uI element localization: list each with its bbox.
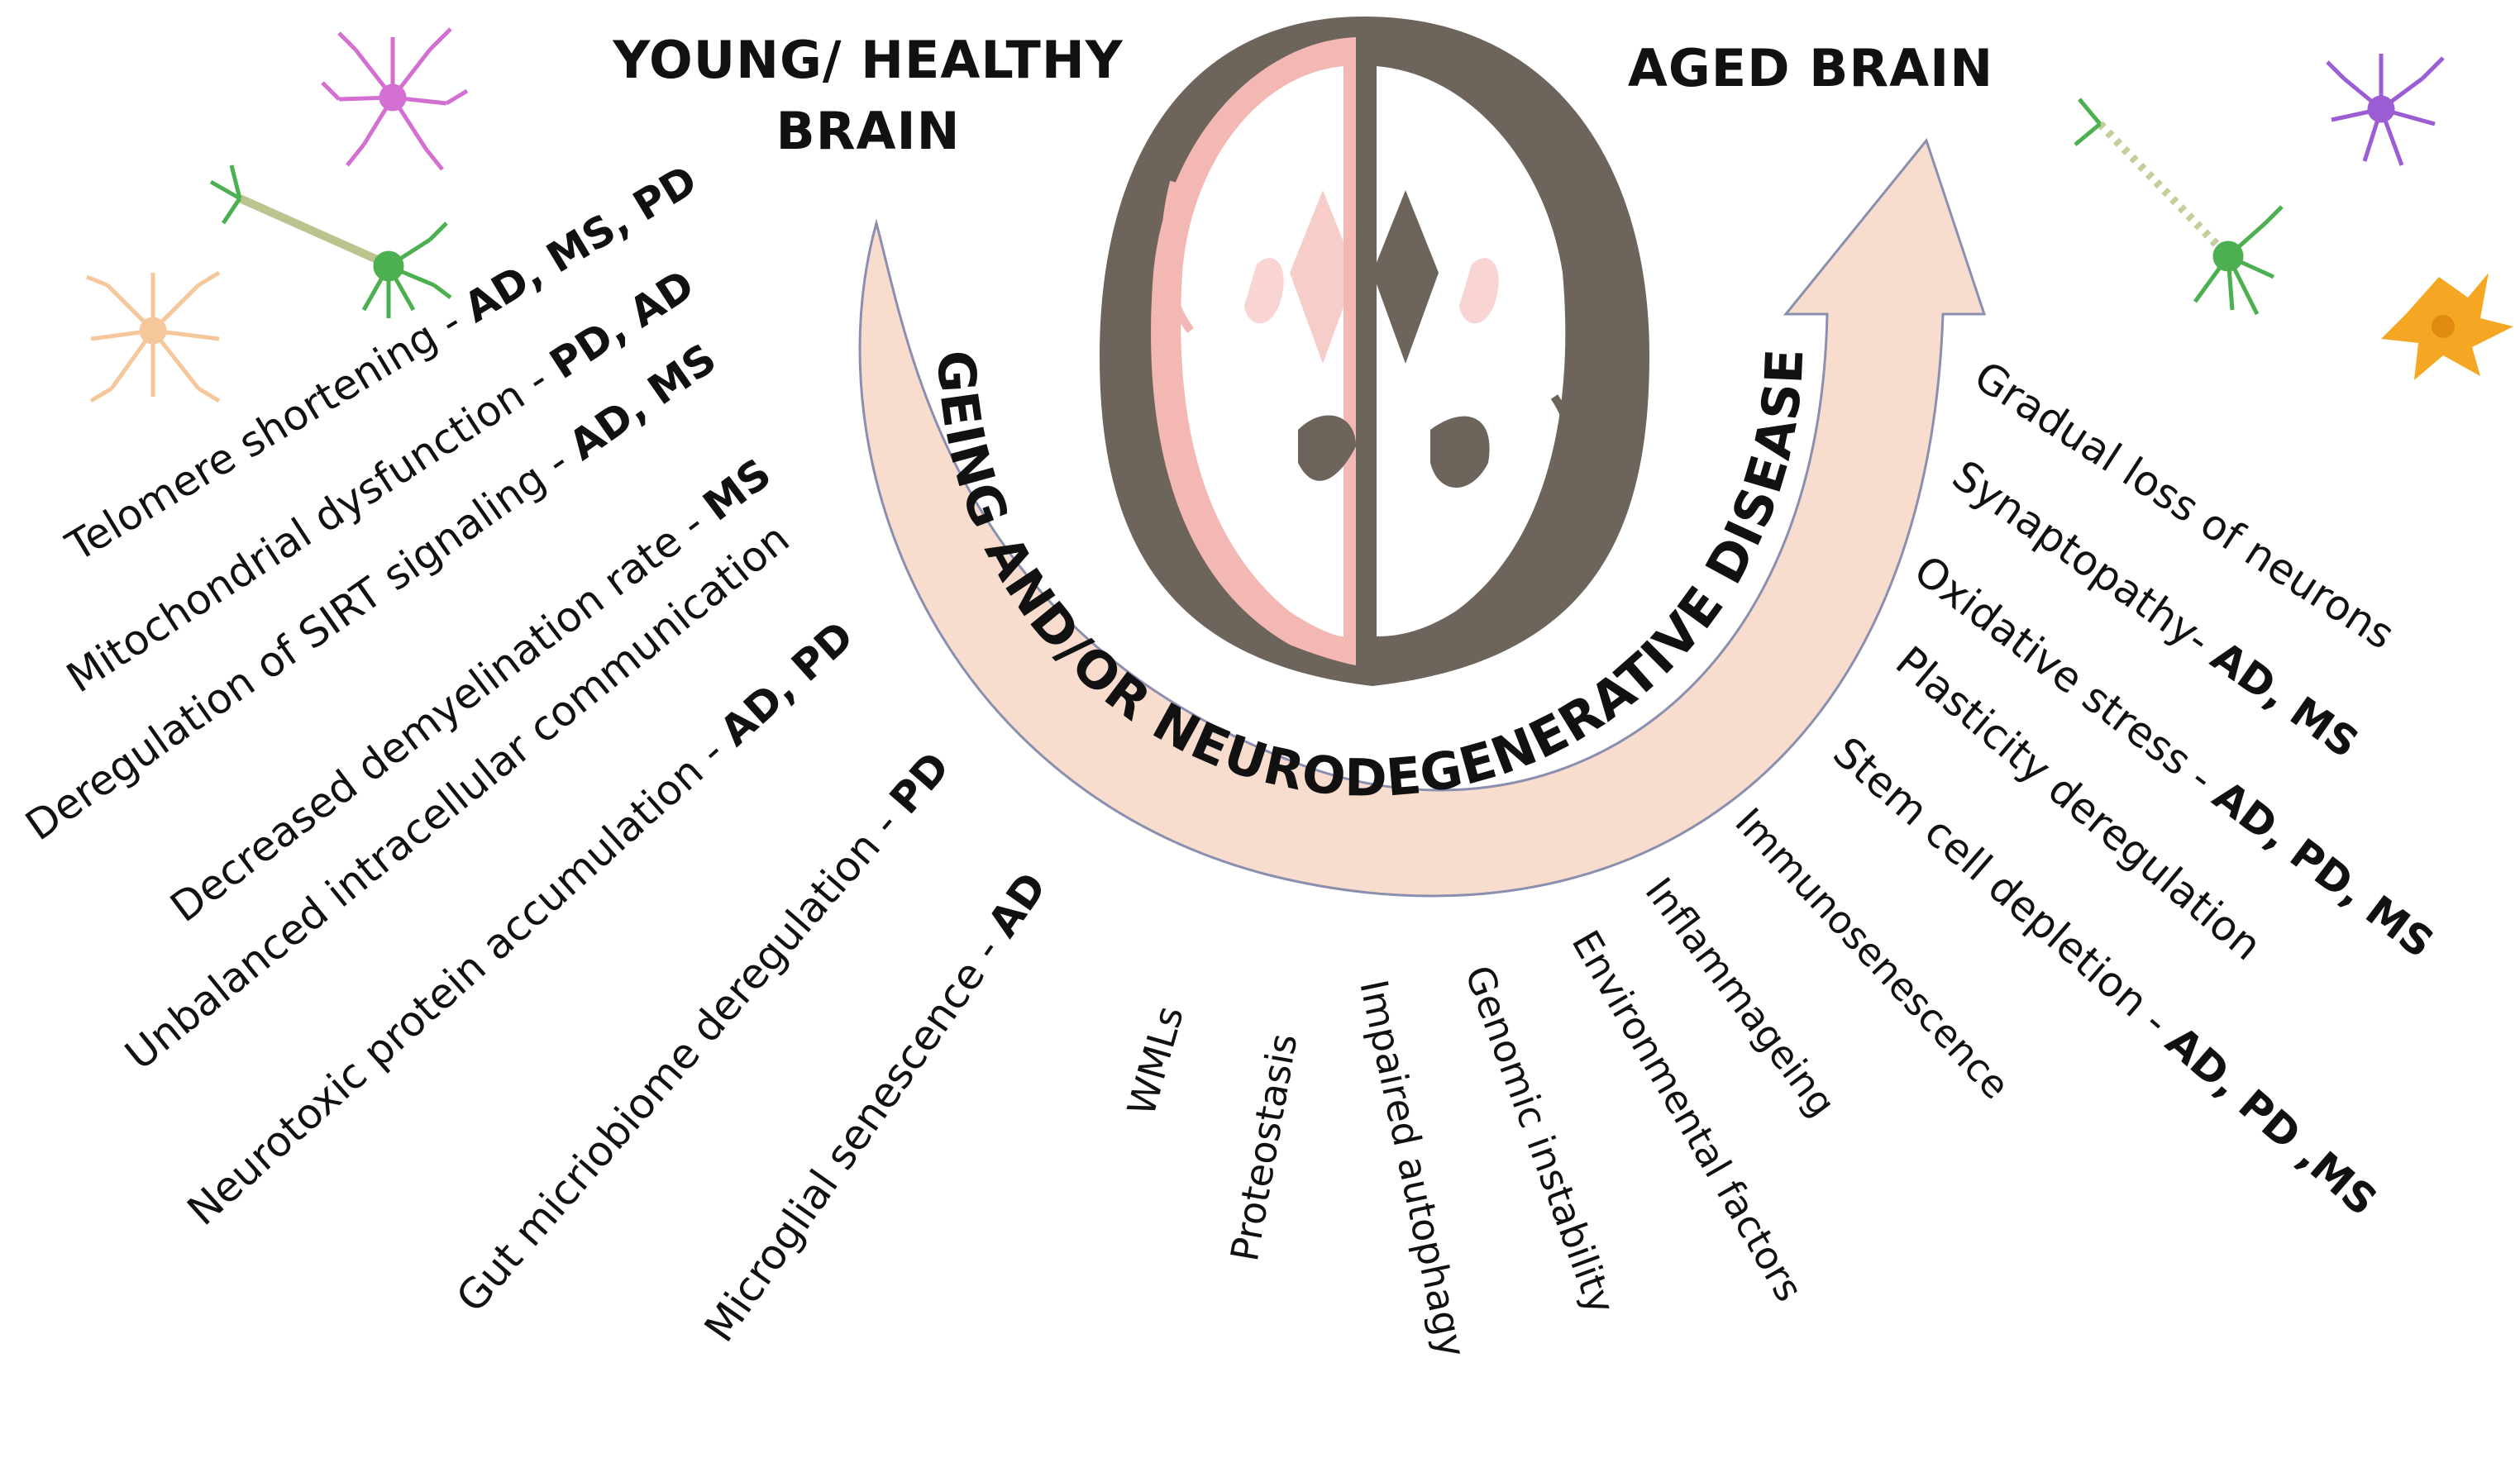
neuron-green-icon: [209, 164, 452, 318]
young-brain-heading: YOUNG/ HEALTHY BRAIN: [579, 25, 1157, 167]
aged-brain-heading: AGED BRAIN: [1627, 38, 1994, 98]
young-heading-line2: BRAIN: [776, 101, 961, 161]
neuron-purple-icon: [2326, 54, 2445, 166]
neuron-green-aged-icon: [2074, 98, 2284, 316]
young-heading-line1: YOUNG/ HEALTHY: [613, 30, 1124, 90]
ageing-arrow: [858, 137, 1987, 898]
neuron-pink-icon: [321, 27, 469, 171]
brain-section-icon: [1100, 17, 1649, 686]
astrocyte-orange-icon: [2381, 273, 2513, 380]
astrocyte-peach-icon: [86, 270, 221, 403]
